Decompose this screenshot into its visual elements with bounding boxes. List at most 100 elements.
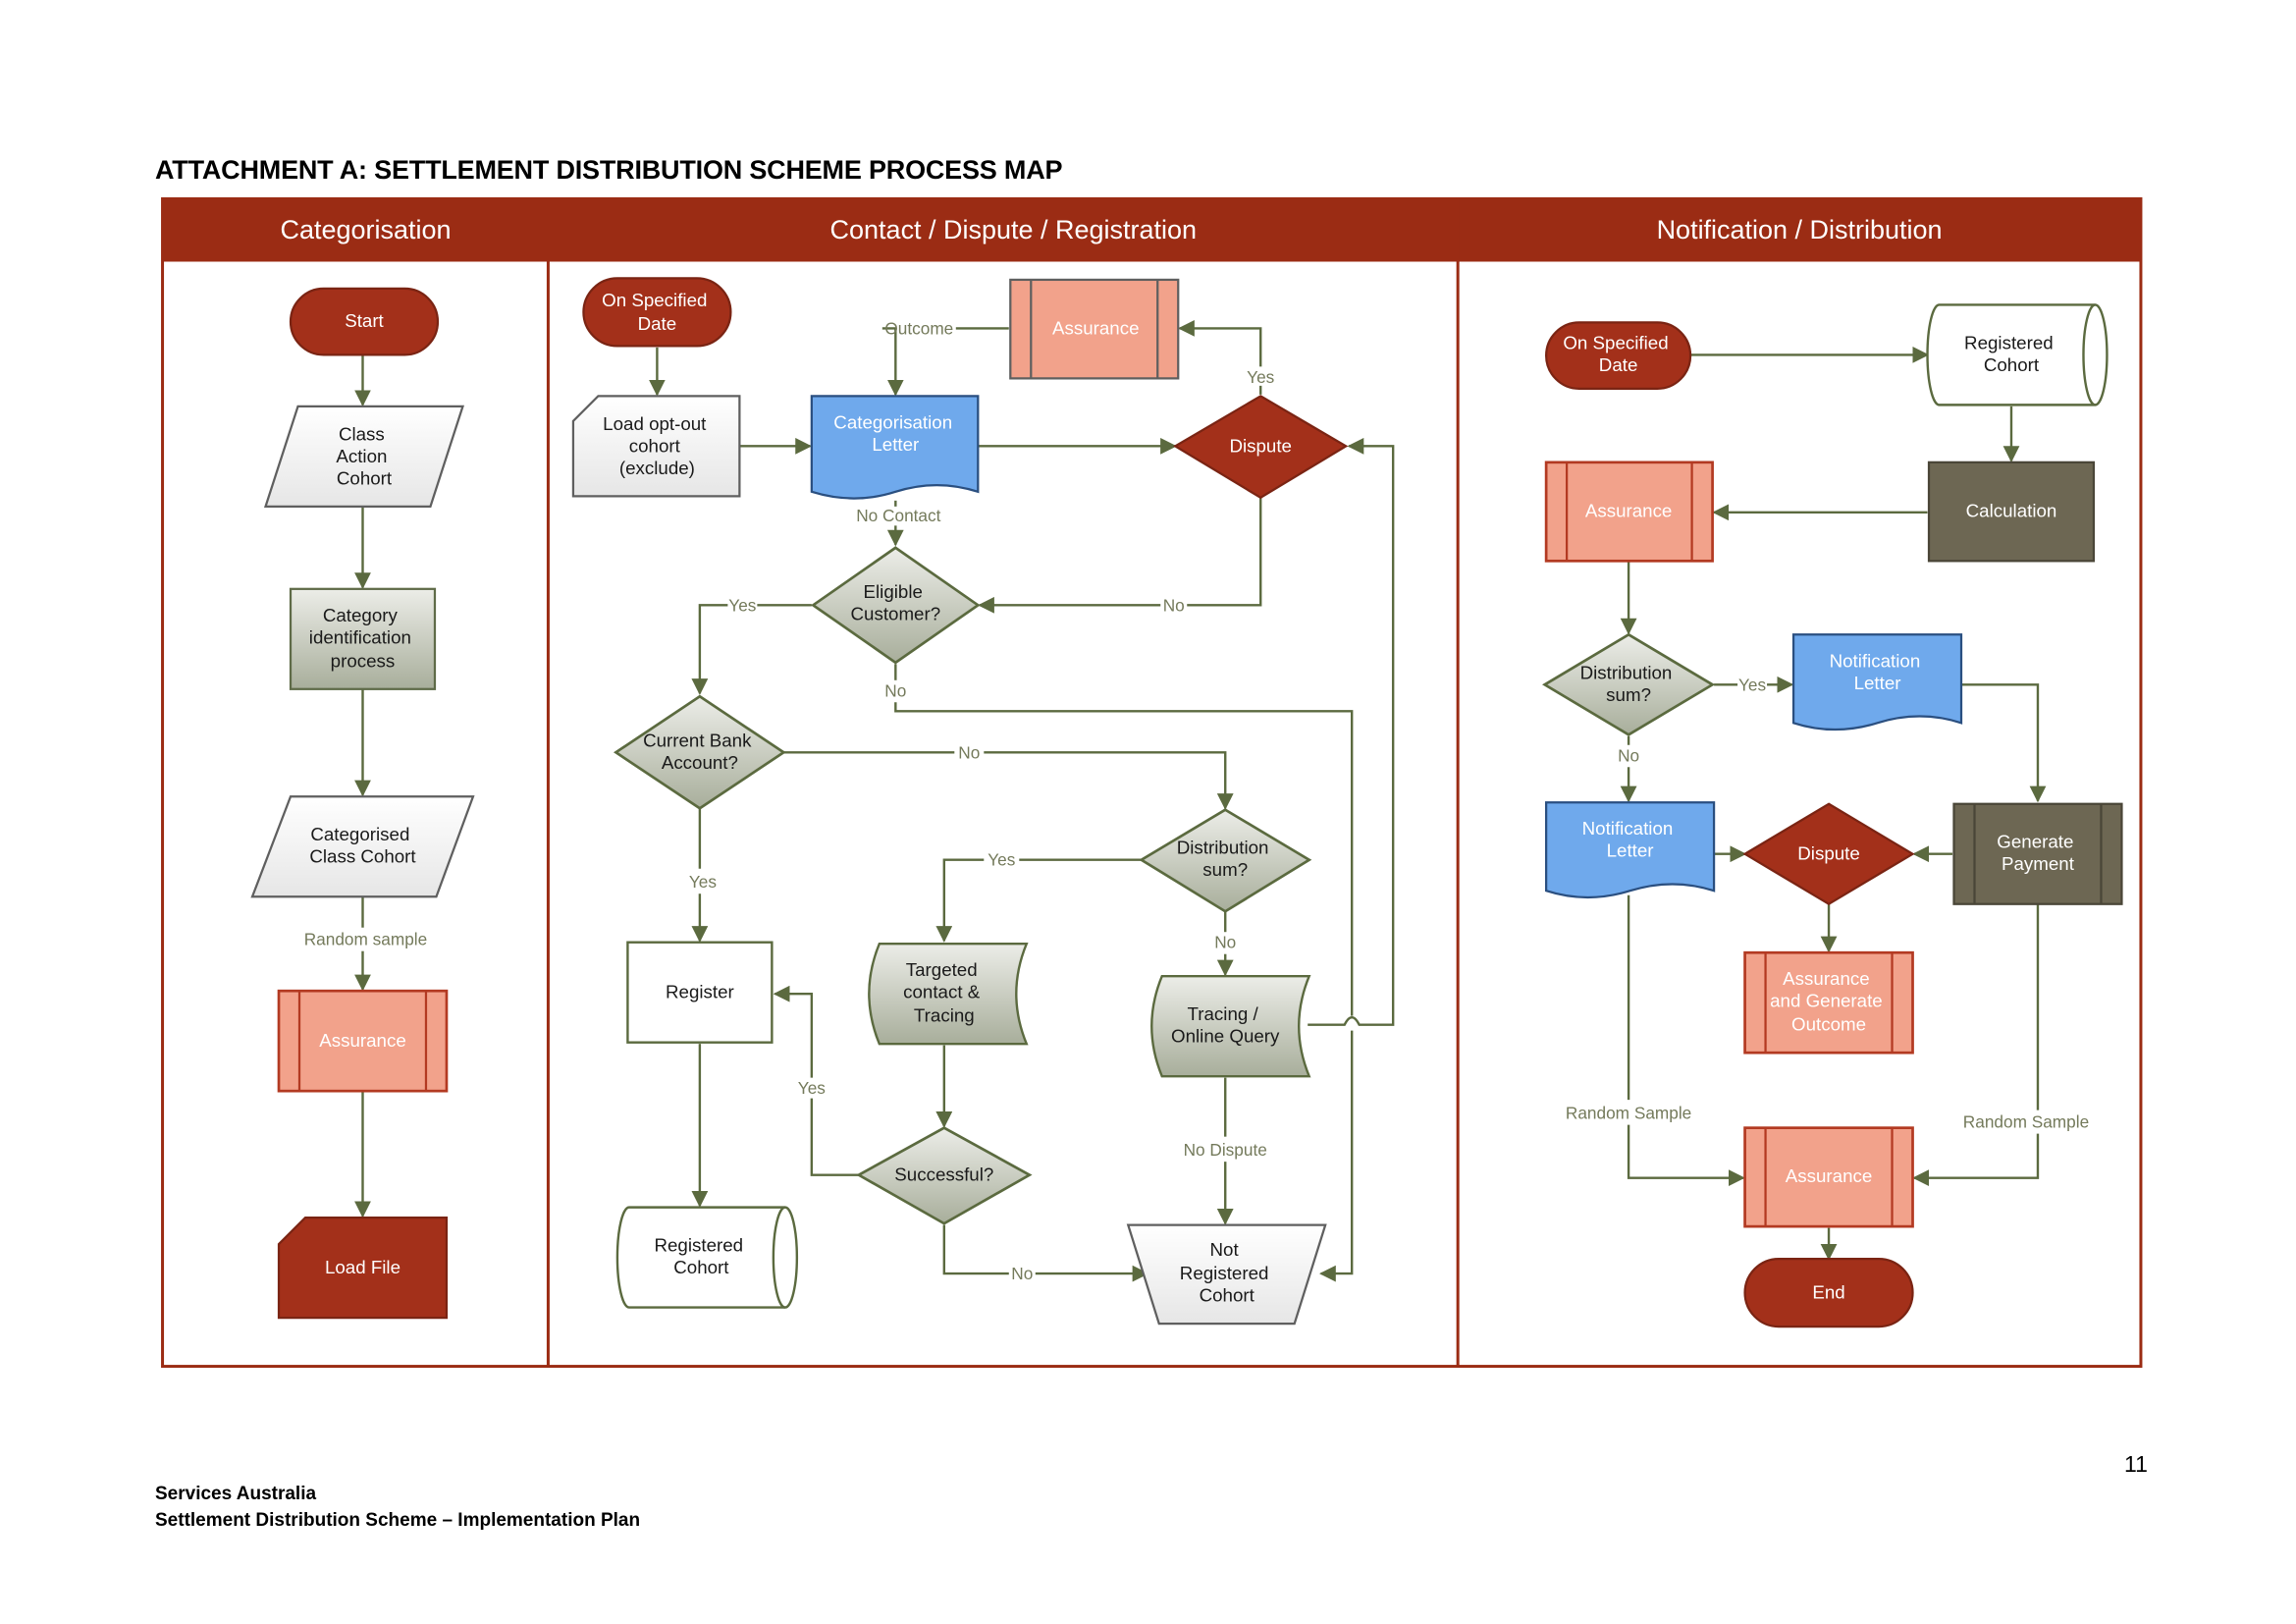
categorisation-letter-line: Letter xyxy=(872,434,919,455)
footer-document-title: Settlement Distribution Scheme – Impleme… xyxy=(155,1510,641,1531)
svg-text:Not Registered: Not Registered Cohort xyxy=(1180,1239,1274,1305)
current-bank-account-line: Account? xyxy=(662,752,738,773)
targeted-contact-line: contact & xyxy=(903,982,981,1002)
current-bank-account-line: Current Bank xyxy=(643,730,752,750)
category-identification-node: Category identification process xyxy=(289,587,437,690)
category-identification-line: process xyxy=(331,650,396,671)
on-specified-date-line: Date xyxy=(638,313,677,334)
footer-organisation: Services Australia xyxy=(155,1484,317,1504)
svg-text:Generate Payment: Generate Payment xyxy=(1997,832,2078,874)
edge-label-no-successful: No xyxy=(1011,1264,1033,1283)
load-file-node: Load File xyxy=(277,1217,449,1320)
end-label: End xyxy=(1812,1282,1844,1303)
notification-letter-node: Notification Letter xyxy=(1545,801,1716,899)
registered-cohort-mid-node: Registered Cohort xyxy=(615,1206,799,1309)
distribution-sum-line: sum? xyxy=(1202,859,1248,880)
class-action-cohort-node: Class Action Cohort xyxy=(263,405,465,508)
dispute-label: Dispute xyxy=(1229,435,1292,456)
connector xyxy=(1627,1124,1745,1187)
edge-label-yes-distribution-mid: Yes xyxy=(988,850,1015,870)
notification-letter-line: Notification xyxy=(1582,818,1674,839)
eligible-customer-line: Customer? xyxy=(851,603,941,623)
assurance-right-bottom-node: Assurance xyxy=(1743,1126,1914,1228)
svg-text:Categorisation Letter: Categorisation Letter xyxy=(833,411,957,454)
assurance-generate-outcome-line: Outcome xyxy=(1791,1014,1866,1035)
svg-text:Notification Letter: Notification Letter xyxy=(1830,650,1926,692)
registered-cohort-line: Registered xyxy=(654,1235,743,1256)
generate-payment-line: Payment xyxy=(2002,853,2075,874)
categorisation-letter-node: Categorisation Letter xyxy=(810,395,980,500)
svg-text:On Specified Date: On Specified Date xyxy=(602,290,712,334)
svg-text:Targeted contact &: Targeted contact & Tracing xyxy=(903,959,985,1025)
notification-letter-line: Notification xyxy=(1830,650,1921,671)
assurance-label: Assurance xyxy=(1786,1165,1873,1186)
distribution-sum-line: sum? xyxy=(1606,684,1651,705)
connector xyxy=(942,1224,1009,1275)
targeted-contact-line: Tracing xyxy=(914,1005,975,1026)
generate-payment-node: Generate Payment xyxy=(1952,802,2123,905)
registered-cohort-line: Cohort xyxy=(673,1257,729,1277)
eligible-customer-node: Eligible Customer? xyxy=(810,546,981,665)
class-action-cohort-line: Cohort xyxy=(337,467,393,488)
page-title: ATTACHMENT A: SETTLEMENT DISTRIBUTION SC… xyxy=(155,155,1063,185)
svg-text:On Specified Date: On Specified Date xyxy=(1563,332,1673,374)
svg-text:Distribution sum?: Distribution sum? xyxy=(1177,838,1274,880)
connector xyxy=(810,1098,859,1176)
assurance-right-top-node: Assurance xyxy=(1544,460,1714,563)
load-opt-out-node: Load opt-out cohort (exclude) xyxy=(571,395,741,498)
registered-cohort-line: Cohort xyxy=(1984,354,2040,375)
on-specified-date-node: On Specified Date xyxy=(582,277,732,348)
load-opt-out-line: Load opt-out xyxy=(603,413,707,434)
not-registered-cohort-node: Not Registered Cohort xyxy=(1126,1223,1327,1326)
edge-label-random-sample-cat: Random sample xyxy=(304,930,428,949)
svg-text:Registered Cohort: Registered Cohort xyxy=(1964,332,2058,374)
assurance-generate-outcome-line: and Generate xyxy=(1770,991,1883,1011)
distribution-sum-line: Distribution xyxy=(1580,662,1673,682)
dispute-label: Dispute xyxy=(1797,843,1860,864)
edge-label-no-dispute-tracing: No Dispute xyxy=(1184,1140,1267,1160)
load-opt-out-line: (exclude) xyxy=(619,458,695,478)
dispute-top-node: Dispute xyxy=(1173,395,1349,500)
lane-header-contact: Contact / Dispute / Registration xyxy=(830,215,1197,244)
tracing-online-query-node: Tracing / Online Query xyxy=(1150,974,1311,1078)
edge-label-no-distribution-right: No xyxy=(1618,745,1639,765)
on-specified-date-line: On Specified xyxy=(1563,332,1668,352)
connector xyxy=(691,604,728,695)
connectors xyxy=(354,320,2047,1282)
edge-label-yes-dispute: Yes xyxy=(1247,367,1274,387)
connector xyxy=(894,702,1354,1016)
lane-header-notification: Notification / Distribution xyxy=(1657,215,1943,244)
load-opt-out-line: cohort xyxy=(629,435,681,456)
svg-text:Categorised Class Coho: Categorised Class Cohort xyxy=(309,824,416,866)
page-number: 11 xyxy=(2124,1451,2148,1477)
assurance-label: Assurance xyxy=(1052,317,1140,338)
swimlane-frame: Categorisation Contact / Dispute / Regis… xyxy=(161,196,2143,1369)
distribution-sum-line: Distribution xyxy=(1177,838,1269,858)
assurance-categorisation-node: Assurance xyxy=(277,989,449,1093)
assurance-generate-outcome-line: Assurance xyxy=(1783,968,1870,989)
connector xyxy=(984,751,1234,810)
lane-header-categorisation: Categorisation xyxy=(280,215,451,244)
edge-label-yes-successful: Yes xyxy=(798,1078,826,1098)
not-registered-cohort-line: Not xyxy=(1210,1239,1240,1260)
categorised-class-cohort-line: Class Cohort xyxy=(309,846,416,867)
edge-label-no-contact: No Contact xyxy=(856,506,940,525)
dispute-right-node: Dispute xyxy=(1742,802,1915,906)
calculation-node: Calculation xyxy=(1927,460,2096,563)
connector xyxy=(1308,437,1395,1026)
edge-label-no-dispute-eligible: No xyxy=(1163,595,1185,615)
connector xyxy=(881,327,904,397)
connector xyxy=(1960,683,2047,803)
connector xyxy=(773,985,814,1078)
edge-label-random-sample-left: Random Sample xyxy=(1566,1104,1691,1123)
successful-label: Successful? xyxy=(894,1164,993,1185)
edge-label-no-eligible: No xyxy=(884,680,906,700)
load-file-label: Load File xyxy=(325,1257,400,1277)
svg-text:Assurance and Generate: Assurance and Generate Outcome xyxy=(1770,968,1888,1034)
connector xyxy=(1319,1030,1354,1282)
edge-label-yes-bank: Yes xyxy=(689,872,717,892)
connector xyxy=(1178,320,1262,367)
class-action-cohort-line: Class xyxy=(339,423,385,444)
svg-text:Tracing / Online Query: Tracing / Online Query xyxy=(1171,1003,1280,1046)
